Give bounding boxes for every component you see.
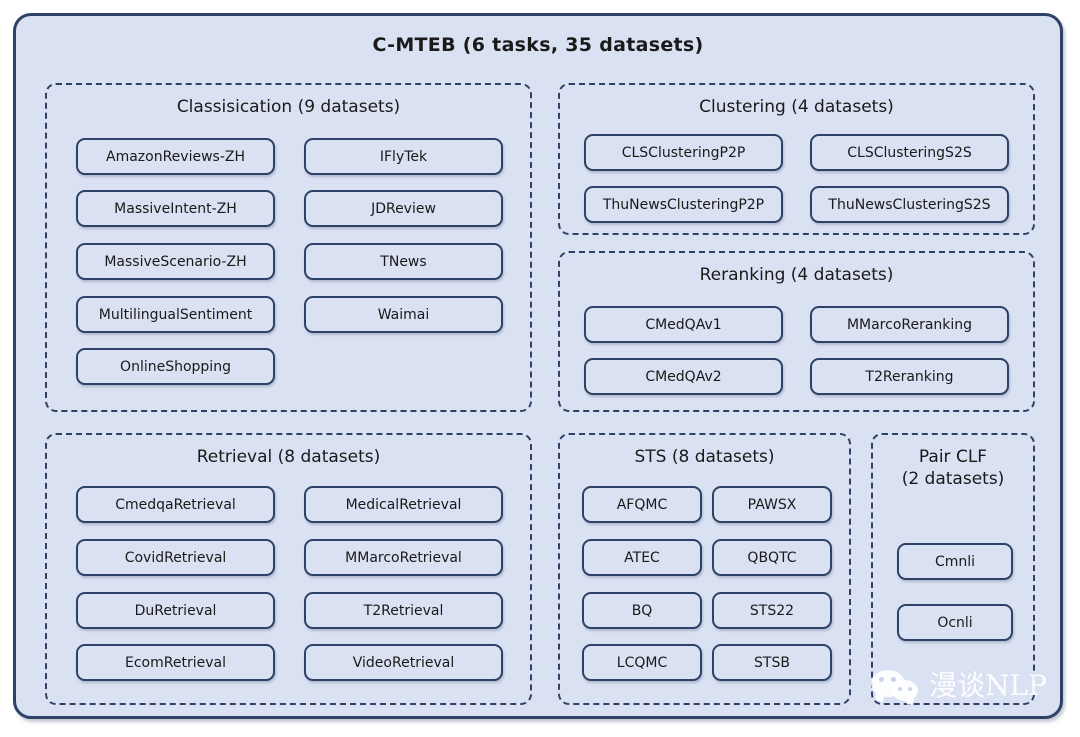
dataset-chip[interactable]: T2Reranking — [810, 358, 1009, 395]
dataset-chip[interactable]: AmazonReviews-ZH — [76, 138, 275, 175]
dataset-chip[interactable]: STSB — [712, 644, 832, 681]
dataset-chip[interactable]: OnlineShopping — [76, 348, 275, 385]
dataset-chip[interactable]: STS22 — [712, 592, 832, 629]
dataset-chip[interactable]: TNews — [304, 243, 503, 280]
diagram-container: C-MTEB (6 tasks, 35 datasets) Classisica… — [13, 13, 1063, 719]
dataset-chip[interactable]: AFQMC — [582, 486, 702, 523]
dataset-chip[interactable]: BQ — [582, 592, 702, 629]
dataset-chip[interactable]: LCQMC — [582, 644, 702, 681]
panel-reranking-title: Reranking (4 datasets) — [699, 265, 894, 285]
dataset-chip[interactable]: MMarcoRetrieval — [304, 539, 503, 576]
dataset-chip[interactable]: ThuNewsClusteringS2S — [810, 186, 1009, 223]
dataset-chip[interactable]: VideoRetrieval — [304, 644, 503, 681]
panel-pair-clf-title-line2: (2 datasets) — [901, 468, 1005, 489]
dataset-chip[interactable]: MMarcoReranking — [810, 306, 1009, 343]
panel-clustering: Clustering (4 datasets) CLSClusteringP2P… — [558, 83, 1035, 235]
dataset-chip[interactable]: CLSClusteringP2P — [584, 134, 783, 171]
panel-classification-title: Classisication (9 datasets) — [176, 97, 401, 117]
dataset-chip[interactable]: DuRetrieval — [76, 592, 275, 629]
dataset-chip[interactable]: QBQTC — [712, 539, 832, 576]
panel-pair-clf-title-line1: Pair CLF — [918, 447, 988, 467]
dataset-chip[interactable]: ATEC — [582, 539, 702, 576]
panel-retrieval: Retrieval (8 datasets) CmedqaRetrieval M… — [45, 433, 532, 705]
dataset-chip[interactable]: Ocnli — [897, 604, 1013, 641]
dataset-chip[interactable]: MassiveIntent-ZH — [76, 190, 275, 227]
dataset-chip[interactable]: CovidRetrieval — [76, 539, 275, 576]
dataset-chip[interactable]: MedicalRetrieval — [304, 486, 503, 523]
dataset-chip[interactable]: CMedQAv2 — [584, 358, 783, 395]
dataset-chip[interactable]: T2Retrieval — [304, 592, 503, 629]
panel-sts-title: STS (8 datasets) — [634, 447, 775, 467]
dataset-chip[interactable]: IFlyTek — [304, 138, 503, 175]
dataset-chip[interactable]: CLSClusteringS2S — [810, 134, 1009, 171]
panel-pair-clf-title: Pair CLF (2 datasets) — [873, 447, 1033, 491]
dataset-chip[interactable]: JDReview — [304, 190, 503, 227]
dataset-chip[interactable]: PAWSX — [712, 486, 832, 523]
dataset-chip[interactable]: CmedqaRetrieval — [76, 486, 275, 523]
panel-reranking: Reranking (4 datasets) CMedQAv1 MMarcoRe… — [558, 251, 1035, 412]
dataset-chip[interactable]: EcomRetrieval — [76, 644, 275, 681]
panel-pair-clf: Pair CLF (2 datasets) Cmnli Ocnli — [871, 433, 1035, 705]
dataset-chip[interactable]: Cmnli — [897, 543, 1013, 580]
dataset-chip[interactable]: MultilingualSentiment — [76, 296, 275, 333]
panel-sts: STS (8 datasets) AFQMC PAWSX ATEC QBQTC … — [558, 433, 851, 705]
panel-classification: Classisication (9 datasets) AmazonReview… — [45, 83, 532, 412]
dataset-chip[interactable]: MassiveScenario-ZH — [76, 243, 275, 280]
panel-retrieval-title: Retrieval (8 datasets) — [196, 447, 381, 467]
diagram-title: C-MTEB (6 tasks, 35 datasets) — [372, 34, 704, 56]
panel-clustering-title: Clustering (4 datasets) — [699, 97, 894, 117]
dataset-chip[interactable]: ThuNewsClusteringP2P — [584, 186, 783, 223]
dataset-chip[interactable]: Waimai — [304, 296, 503, 333]
dataset-chip[interactable]: CMedQAv1 — [584, 306, 783, 343]
